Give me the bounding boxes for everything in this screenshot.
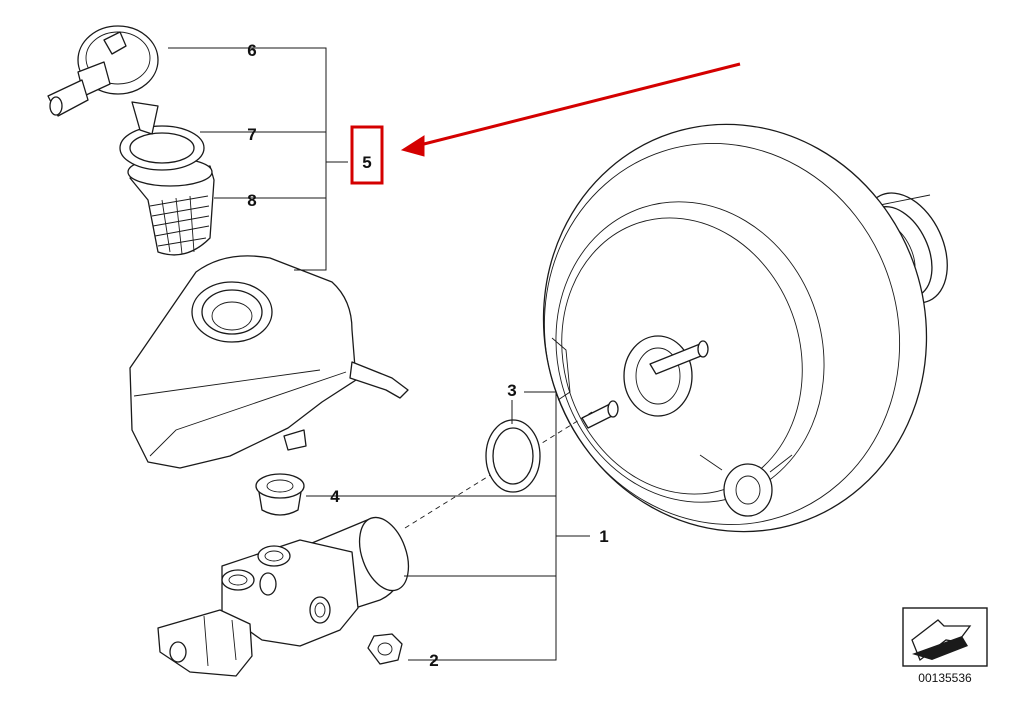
red-pointer-arrow: [400, 62, 741, 157]
brake-booster: [542, 123, 948, 533]
filter-screen: [127, 157, 215, 256]
callout-1: 1: [599, 527, 608, 546]
callout-2: 2: [429, 651, 438, 670]
arrow-icon: [911, 619, 972, 662]
grommet: [255, 473, 305, 516]
brake-fluid-reservoir: [129, 255, 409, 469]
callout-3: 3: [507, 381, 516, 400]
reservoir-cap: [47, 25, 159, 135]
hex-nut: [367, 633, 403, 665]
highlighted-callout-5: 5: [350, 125, 384, 185]
seal-ring: [119, 125, 205, 171]
callout-6: 6: [247, 41, 256, 60]
master-cylinder: [157, 516, 410, 677]
reference-symbol: 00135536: [902, 607, 988, 685]
o-ring: [485, 419, 541, 493]
leader-lines: [168, 47, 590, 661]
callout-7: 7: [247, 125, 256, 144]
callout-5: 5: [362, 153, 371, 172]
highlight-box: [350, 125, 384, 185]
callout-4: 4: [330, 487, 340, 506]
callout-8: 8: [247, 191, 256, 210]
reference-number: 00135536: [918, 671, 972, 685]
